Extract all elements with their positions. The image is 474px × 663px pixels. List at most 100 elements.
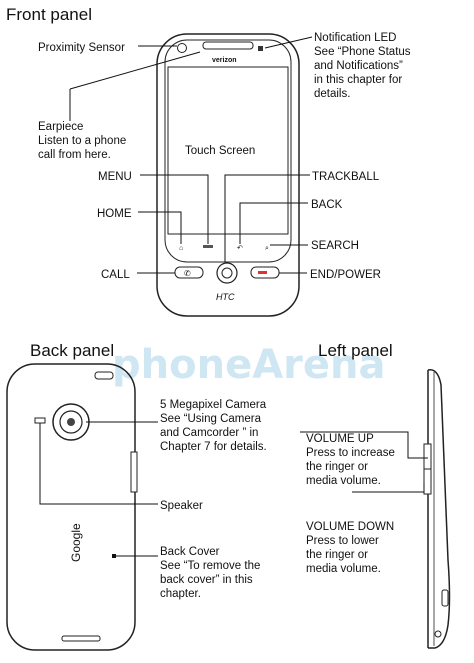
side-phone-back-edge [427,369,451,649]
front-leader-lines [69,36,313,274]
camera-center [67,418,75,426]
back-leader-lines [39,421,158,558]
callout-line: the ringer or [306,461,368,473]
callout-line: 5 Megapixel Camera [160,399,267,411]
svg-text:BACK: BACK [311,199,343,211]
svg-text:END/POWER: END/POWER [310,269,381,281]
side-connector [441,589,449,607]
search-icon: ⌕ [265,245,269,252]
speaker-leader [39,423,158,505]
callout-line: SEARCH [311,240,359,252]
touch-screen-label: Touch Screen [185,145,255,157]
callout-line: in this chapter for [314,74,402,86]
menu-icon [203,245,213,248]
callout-line: VOLUME DOWN [306,521,394,533]
home-icon: ⌂ [179,245,183,252]
callout-back-cover: Back Cover See “To remove the back cover… [160,546,264,600]
back-phone-body [6,363,136,651]
callout-line: back cover” in this [160,574,253,586]
home-leader [138,211,182,244]
callout-line: See “Using Camera [160,413,262,425]
trackball-leader [224,174,310,262]
brand-logo: HTC [216,292,235,302]
callout-line: details. [314,88,350,100]
callout-camera: 5 Megapixel Camera See “Using Camera and… [160,399,267,453]
callout-line: CALL [101,269,130,281]
callout-line: END/POWER [310,269,381,281]
svg-text:VOLUME UP Press to incre: VOLUME UP Press to increase the ringer o… [306,433,398,487]
back-top-slot [94,371,114,380]
callout-line: HOME [97,208,132,220]
svg-text:HOME: HOME [97,208,132,220]
call-icon: ✆ [184,269,191,278]
callout-line: MENU [98,171,132,183]
callout-volume-up: VOLUME UP Press to increase the ringer o… [306,433,398,487]
callout-speaker: Speaker [160,500,203,512]
volume-up-leader [300,431,428,459]
callout-line: Back Cover [160,546,220,558]
front-bezel [164,39,292,263]
side-hole [434,630,442,638]
callout-line: See “Phone Status [314,46,411,58]
callout-line: Proximity Sensor [38,42,125,54]
svg-text:Back Cover See “To remov: Back Cover See “To remove the back cover… [160,546,264,600]
back-bottom-slot [61,635,101,642]
callout-line: Speaker [160,500,203,512]
proximity-sensor-dot [177,43,187,53]
trackball-ring [216,262,238,284]
callout-line: and Camcorder ” in [160,427,258,439]
callout-end-power: END/POWER [310,269,381,281]
callout-search: SEARCH [311,240,359,252]
back-volume-rocker [130,451,138,493]
svg-text:Earpiece Listen to a pho: Earpiece Listen to a phone call from her… [38,121,129,161]
callout-line: VOLUME UP [306,433,374,445]
callout-trackball: TRACKBALL [312,171,380,183]
side-phone [423,369,451,649]
callout-line: the ringer or [306,549,368,561]
callout-line: See “To remove the [160,560,260,572]
callout-line: Chapter 7 for details. [160,441,267,453]
speaker-grille [34,417,46,424]
earpiece-grille [202,41,254,50]
callout-line: and Notifications” [314,60,403,72]
callout-line: media volume. [306,563,381,575]
back-arrow-icon: ↶ [237,245,243,252]
volume-down-leader [352,482,425,493]
end-power-icon [258,271,267,274]
camera-lens [59,410,83,434]
callout-line: media volume. [306,475,381,487]
svg-text:CALL: CALL [101,269,130,281]
watermark: phoneArena [112,342,385,388]
trackball-ball [221,267,233,279]
svg-text:MENU: MENU [98,171,132,183]
front-panel-title: Front panel [6,5,92,24]
callout-line: Listen to a phone [38,135,126,147]
back-panel-title: Back panel [30,341,114,360]
callout-line: TRACKBALL [312,171,380,183]
callout-notification-led: Notification LED See “Phone Status and N… [314,32,414,100]
touch-screen [167,66,289,235]
menu-leader [140,174,209,244]
back-leader [239,202,308,244]
callout-line: BACK [311,199,343,211]
callout-menu: MENU [98,171,132,183]
callout-earpiece: Earpiece Listen to a phone call from her… [38,121,129,161]
svg-text:Notification LED See “Ph: Notification LED See “Phone Status and N… [314,32,414,100]
back-phone: Google [6,363,138,651]
callout-line: Press to lower [306,535,379,547]
svg-text:SEARCH: SEARCH [311,240,359,252]
callout-back: BACK [311,199,343,211]
callout-line: Press to increase [306,447,395,459]
callout-proximity: Proximity Sensor [38,42,125,54]
callout-volume-down: VOLUME DOWN Press to lower the ringer or… [306,521,397,575]
callout-line: call from here. [38,149,111,161]
callout-line: chapter. [160,588,201,600]
left-panel-title: Left panel [318,341,393,360]
callout-call: CALL [101,269,130,281]
left-leader-lines [300,431,428,493]
svg-text:Speaker: Speaker [160,500,203,512]
svg-text:VOLUME DOWN Press to low: VOLUME DOWN Press to lower the ringer or… [306,521,397,575]
back-cover-marker [112,554,116,558]
led-leader [264,36,313,49]
